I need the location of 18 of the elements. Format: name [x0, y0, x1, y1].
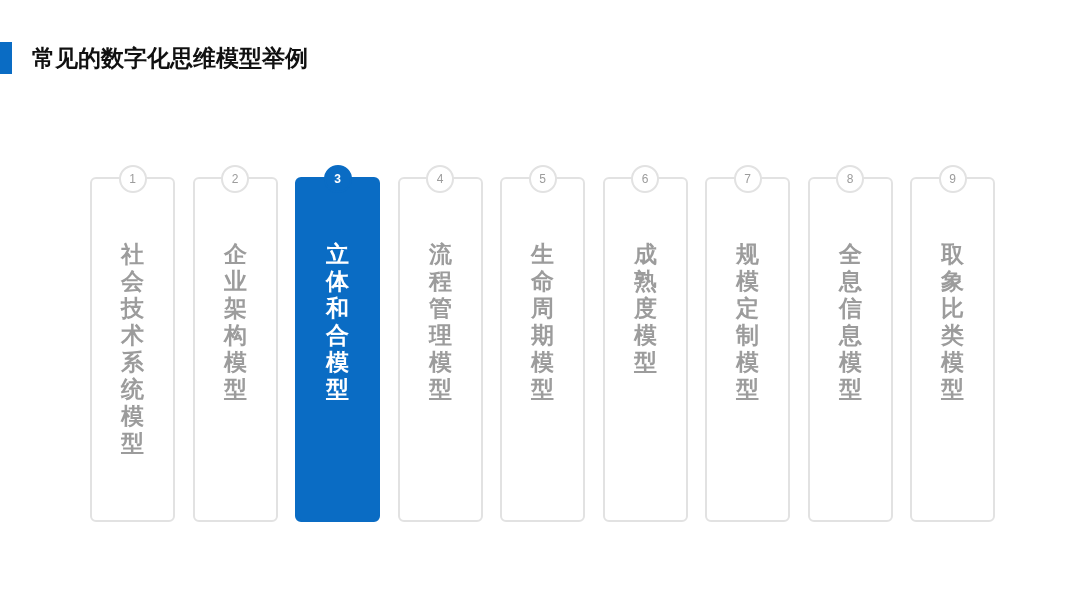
card-label: 成熟度模型: [633, 241, 657, 376]
slide-title: 常见的数字化思维模型举例: [32, 44, 308, 73]
number-badge: 5: [528, 165, 557, 193]
card-label: 企业架构模型: [223, 241, 247, 403]
number-badge: 7: [733, 165, 762, 193]
card-label: 全息信息模型: [838, 241, 862, 403]
card-label: 社会技术系统模型: [120, 241, 145, 457]
number-badge: 2: [221, 165, 249, 193]
number-badge: 1: [118, 165, 147, 193]
card-label: 规模定制模型: [735, 241, 760, 403]
number-badge: 4: [426, 165, 454, 193]
card-label: 流程管理模型: [428, 241, 452, 403]
card-label: 取象比类模型: [940, 241, 965, 403]
card-label: 生命周期模型: [530, 241, 555, 403]
number-badge: 9: [938, 165, 967, 193]
card-label: 立体和合模型: [325, 241, 350, 403]
number-badge: 8: [836, 165, 864, 193]
number-badge: 6: [631, 165, 659, 193]
